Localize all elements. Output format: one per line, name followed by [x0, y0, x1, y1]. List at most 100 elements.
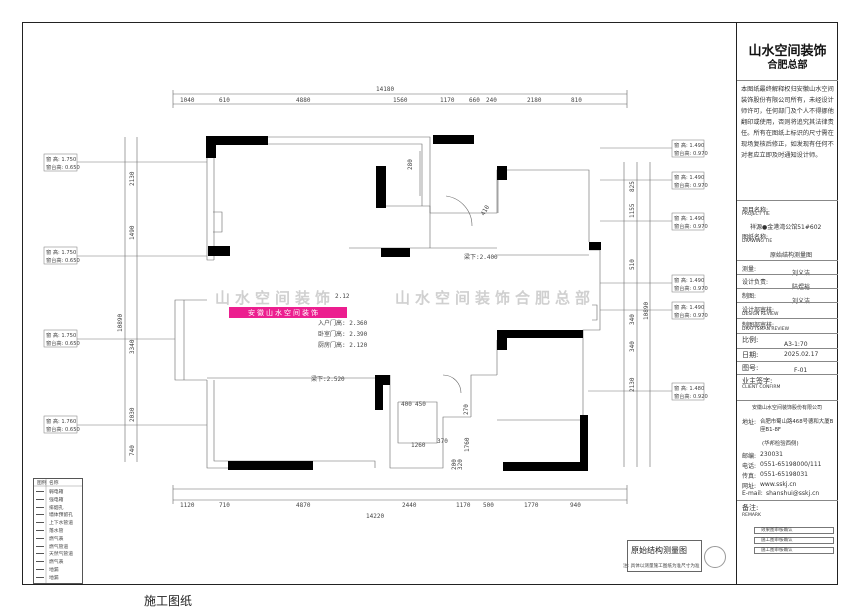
bedroom-door-height: 卧室门高: 2.390 — [318, 330, 368, 338]
phone-label: 电话: — [742, 463, 757, 470]
window-right-1-height: 窗 高: 1.490 — [674, 141, 704, 149]
kitchen-dim-5: 370 — [437, 438, 448, 445]
company-full: 安徽山水空间装饰股份有限公司 — [752, 405, 823, 411]
legend-item: 弱电箱 — [49, 490, 64, 495]
drawing-title: 原始结构测量图 — [631, 546, 687, 555]
window-left-2-sill: 窗台高: 0.650 — [46, 256, 80, 264]
kitchen-dim-1: 400 — [401, 401, 412, 408]
project-name-label: 项目名称: — [742, 207, 769, 214]
legend-symbol-icon — [36, 535, 44, 539]
misc-dim-4: 320 — [457, 459, 464, 470]
window-right-2-height: 窗 高: 1.490 — [674, 173, 704, 181]
phone-value: 0551-65198000/111 — [760, 461, 822, 468]
email-value: shanshui@sskj.cn — [766, 490, 820, 497]
project-name-value: 祥源●金港湾公馆51#602 — [750, 224, 822, 231]
window-right-3-height: 窗 高: 1.490 — [674, 214, 704, 222]
legend-symbol-icon — [36, 504, 44, 508]
email-label: E-mail: — [742, 490, 763, 497]
legend-symbol-icon — [36, 511, 44, 516]
address-label: 地址: — [742, 419, 757, 426]
drawing-sheet-label: 施工图纸 — [144, 594, 193, 608]
left-dim-1: 2130 — [129, 171, 136, 186]
legend-item: 落水管 — [49, 529, 64, 534]
legend-symbol-icon — [36, 566, 44, 570]
fax-value: 0551-65198031 — [760, 471, 808, 478]
legend-symbol-icon — [36, 558, 44, 563]
drawing-name-label: 图纸名称: — [742, 234, 769, 241]
watermark-pink-text: 安徽山水空间装饰 — [248, 309, 320, 317]
kitchen-dim-6: 1760 — [464, 437, 471, 452]
tb-line — [737, 361, 838, 362]
date-value: 2025.02.17 — [784, 351, 819, 358]
legend-item: 燃气表 — [49, 536, 64, 542]
remark-sub: REMARK — [742, 513, 762, 518]
address-value: 合肥市蜀山路468号德和大厦B座B1-8F — [760, 419, 834, 433]
left-total-dim: 10890 — [117, 314, 124, 332]
address-note: (华邦检验西侧) — [762, 441, 799, 447]
legend-item: 天然气管道 — [49, 552, 73, 558]
window-left-3-sill: 窗台高: 0.650 — [46, 339, 80, 347]
legend-symbol-icon — [36, 574, 44, 578]
legend-symbol-icon — [36, 496, 44, 500]
measure-label: 测量: — [742, 266, 757, 273]
total-bottom-dim: 14220 — [366, 513, 384, 520]
window-left-4-height: 窗 高: 1.760 — [46, 417, 76, 425]
kitchen-dim-2: 450 — [415, 401, 426, 408]
window-right-2-sill: 窗台高: 0.970 — [674, 181, 708, 189]
tb-line — [737, 260, 838, 261]
window-right-4-sill: 窗台高: 0.970 — [674, 284, 708, 292]
legend-symbol-icon — [36, 527, 44, 531]
left-dim-3: 3340 — [129, 339, 136, 354]
watermark-left: 山水空间装饰 — [215, 289, 336, 307]
watermark-pink-bar — [229, 307, 347, 318]
entry-door-height: 入户门高: 2.360 — [318, 319, 368, 327]
top-dim-4: 1560 — [393, 97, 408, 104]
url-value: www.sskj.cn — [760, 481, 797, 488]
bottom-dim-4: 2440 — [402, 502, 417, 509]
top-dim-9: 810 — [571, 97, 582, 104]
tb-line — [737, 302, 838, 303]
tb-line — [737, 500, 838, 501]
tb-line — [737, 374, 838, 375]
window-right-1-sill: 窗台高: 0.970 — [674, 149, 708, 157]
window-left-3-height: 窗 高: 1.750 — [46, 331, 76, 339]
designer-label: 设计负责: — [742, 279, 769, 286]
tb-line — [737, 274, 838, 275]
check-box-3: 施工图审核确认 — [754, 547, 834, 554]
legend-item: 燃气表 — [49, 560, 64, 566]
window-right-5-height: 窗 高: 1.490 — [674, 303, 704, 311]
tb-line — [737, 288, 838, 289]
date-label: 日期: — [742, 351, 759, 359]
window-right-6-height: 窗 高: 1.480 — [674, 384, 704, 392]
window-left-2-height: 窗 高: 1.750 — [46, 248, 76, 256]
drawing-title-box — [627, 540, 702, 572]
beam-height-2: 梁下:2.520 — [311, 375, 345, 383]
copyright-notice: 本图纸最终解释权归安徽山水空间装饰股份有限公司所有，未经设计师许可，任何部门及个… — [741, 86, 834, 159]
legend-symbol-icon — [36, 488, 44, 492]
floor-height-label: 2.12 — [335, 293, 350, 300]
window-right-5-sill: 窗台高: 0.970 — [674, 311, 708, 319]
remark-label: 备注: — [742, 504, 759, 512]
left-dim-2: 1490 — [129, 225, 136, 240]
tb-line — [737, 400, 838, 401]
draftsman-label: 制图: — [742, 293, 757, 300]
bottom-dim-8: 940 — [570, 502, 581, 509]
top-dim-1: 1040 — [180, 97, 195, 104]
bottom-dim-1: 1120 — [180, 502, 195, 509]
title-block-divider — [736, 22, 737, 585]
legend-item: 地漏 — [49, 575, 59, 581]
top-dim-5: 1170 — [440, 97, 455, 104]
url-label: 网址: — [742, 483, 757, 490]
bottom-dim-5: 1170 — [456, 502, 471, 509]
drawing-review-label: 制图部审核: — [742, 322, 775, 329]
drawing-no-label: 图号: — [742, 364, 759, 372]
window-left-1-height: 窗 高: 1.750 — [46, 155, 76, 163]
right-dim-6: 2130 — [629, 377, 636, 392]
top-dim-3: 4880 — [296, 97, 311, 104]
postcode-label: 邮编: — [742, 453, 757, 460]
right-total-dim: 10890 — [643, 302, 650, 320]
left-dim-5: 740 — [129, 445, 136, 456]
drawing-note: 注: 具体以测量施工图纸为准尺寸为准 — [623, 564, 700, 569]
legend-header-icon: 图例 — [37, 481, 47, 486]
